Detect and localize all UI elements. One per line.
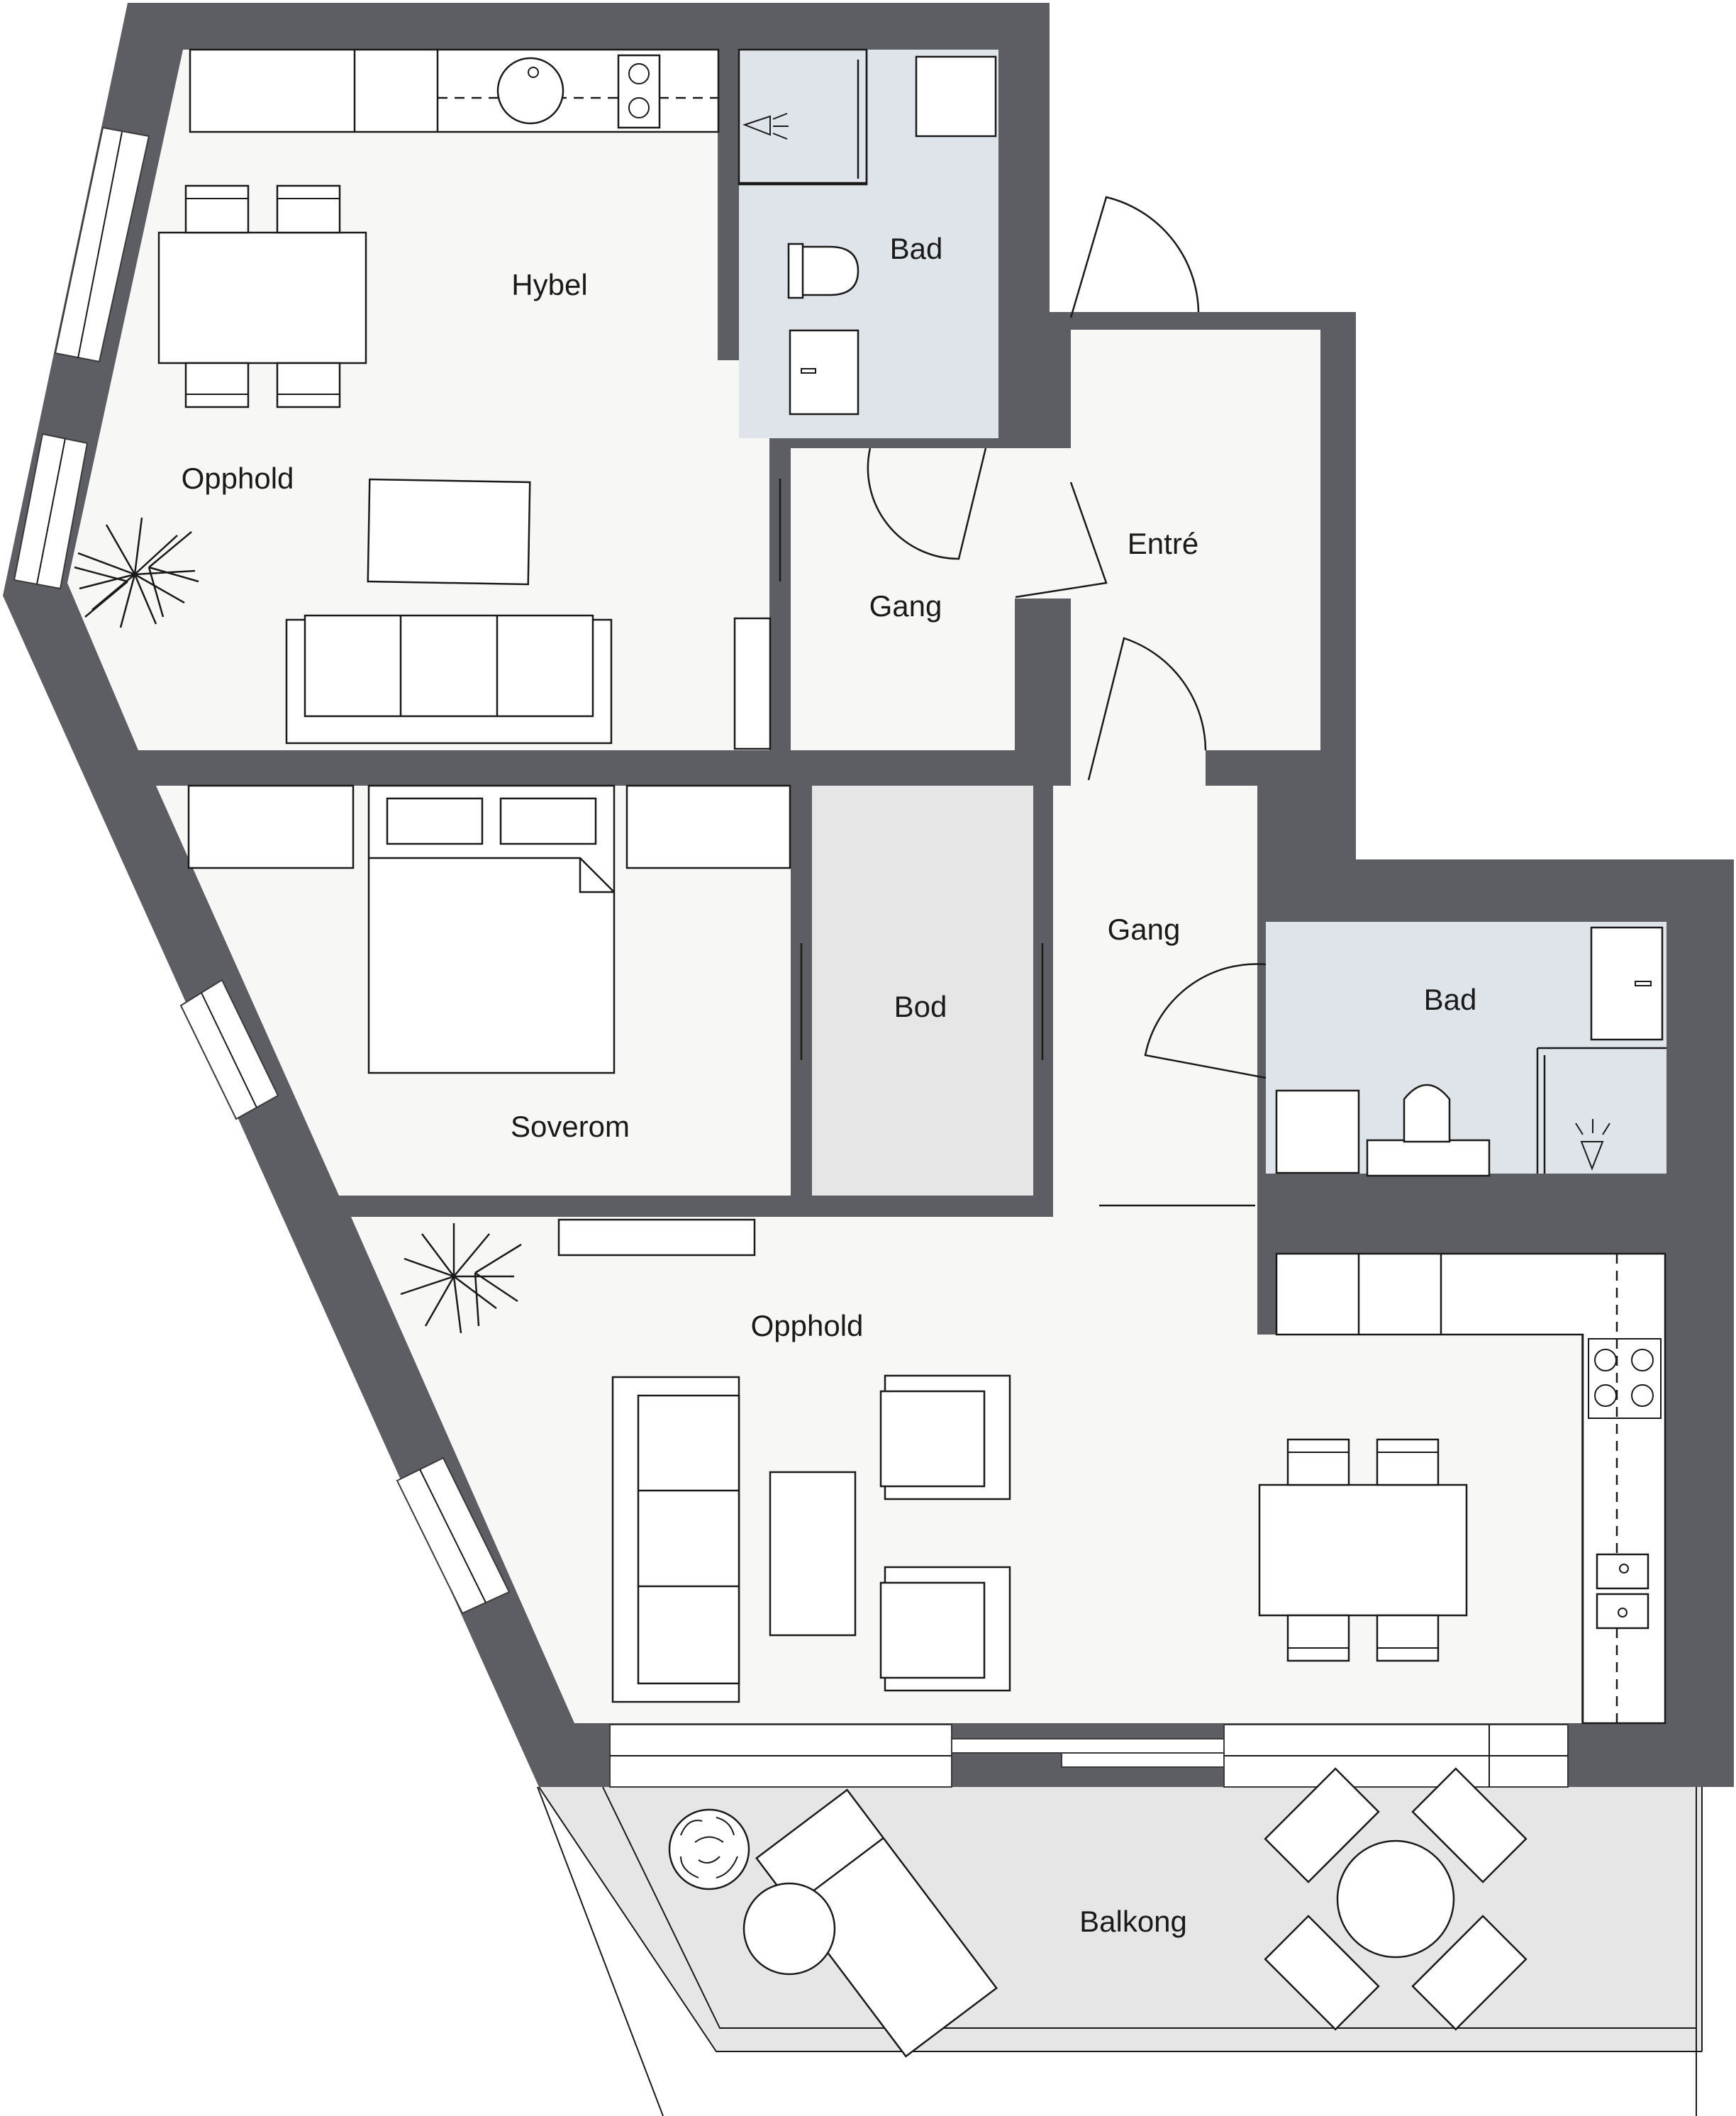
room-label-opphold-upper: Opphold — [182, 462, 294, 495]
room-label-gang-upper: Gang — [869, 589, 942, 623]
room-labels: Hybel Opphold Bad Gang Entré Soverom Bod… — [182, 232, 1477, 1938]
plant-icon — [74, 517, 199, 628]
hybel-cabinet — [733, 617, 772, 750]
room-label-hybel: Hybel — [511, 268, 587, 301]
room-label-bod: Bod — [894, 990, 947, 1023]
flower-pot-icon — [668, 1808, 750, 1891]
sofa — [611, 1376, 740, 1703]
sink-icon — [1596, 1553, 1649, 1590]
wardrobe — [187, 784, 355, 869]
doors — [779, 196, 1267, 1207]
hybel-coffee-table — [367, 478, 531, 586]
hob-icon — [617, 54, 661, 129]
room-label-soverom: Soverom — [511, 1110, 630, 1143]
bedroom-furniture — [187, 784, 791, 1074]
sink-icon — [496, 57, 564, 125]
hybel-kitchen-counter — [189, 48, 720, 133]
room-label-bad-upper: Bad — [890, 232, 943, 265]
hob-icon — [1588, 1338, 1662, 1419]
sink-icon — [789, 329, 859, 416]
room-label-gang-lower: Gang — [1108, 913, 1181, 946]
patio-table-set — [1264, 1767, 1528, 2031]
room-label-entre: Entré — [1128, 527, 1198, 560]
room-label-bad-lower: Bad — [1424, 983, 1477, 1016]
armchair — [879, 1566, 1011, 1692]
side-table — [742, 1882, 836, 1976]
toilet-icon — [793, 245, 859, 296]
shower-icon — [742, 113, 789, 140]
toilet-icon — [1403, 1084, 1451, 1143]
washer-icon — [1275, 1089, 1360, 1174]
hybel-dining-set — [157, 184, 367, 408]
tv-bench — [557, 1218, 756, 1257]
dining-set — [1258, 1438, 1468, 1662]
armchair — [879, 1374, 1011, 1500]
washer-icon — [915, 55, 997, 138]
hybel-sofa — [285, 614, 613, 745]
windows — [13, 126, 1569, 1788]
upper-bath-fixtures — [738, 48, 997, 416]
kitchen-counter — [1275, 1252, 1667, 1725]
lower-bath-fixtures — [1275, 926, 1667, 1177]
room-label-balkong: Balkong — [1079, 1905, 1187, 1938]
room-label-opphold-lower: Opphold — [751, 1309, 864, 1342]
plant-icon — [400, 1223, 522, 1334]
wardrobe — [625, 784, 791, 869]
shower-icon — [1575, 1119, 1610, 1171]
coffee-table — [769, 1471, 857, 1637]
